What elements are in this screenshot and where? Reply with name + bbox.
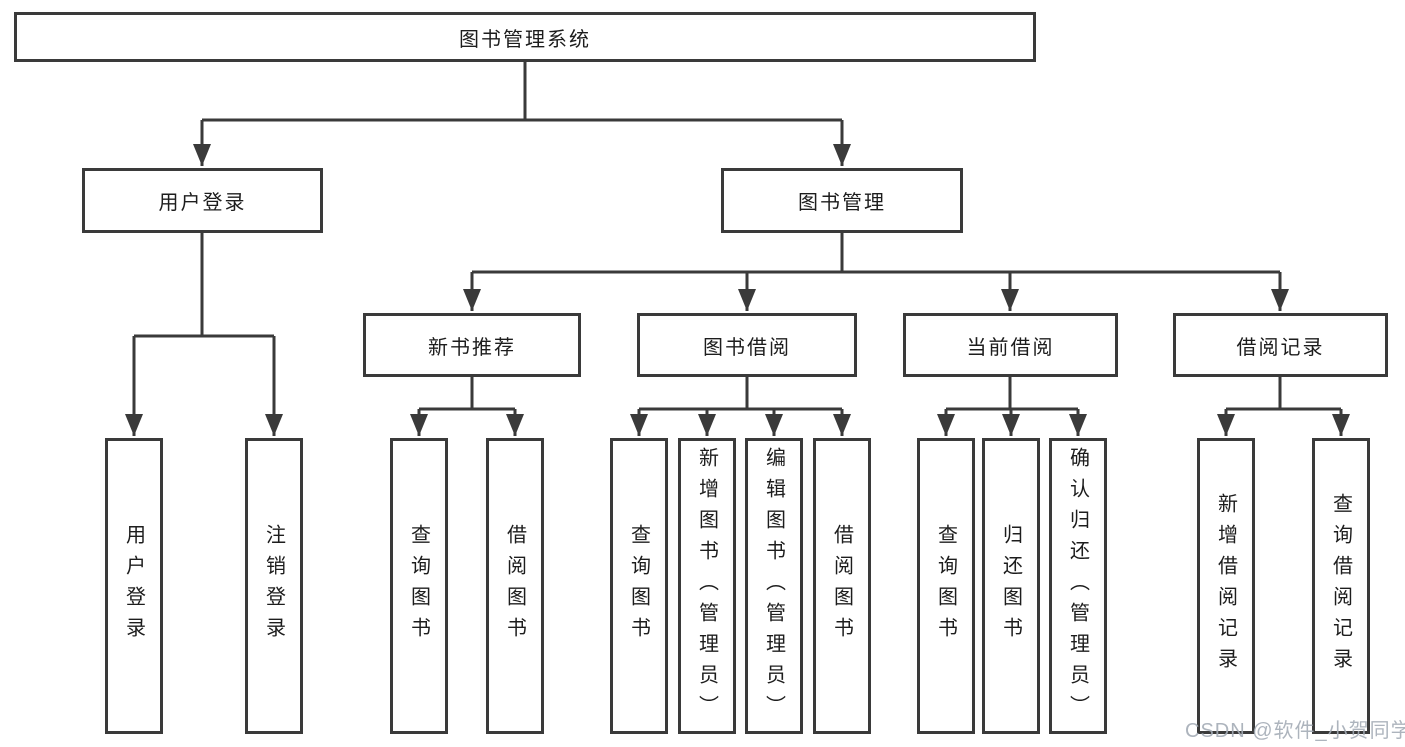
leaf-recommend-query-books-label: 查询图书 [407,524,430,648]
node-book-management-label: 图书管理 [798,192,886,214]
leaf-query-borrow-record-label: 查询借阅记录 [1329,493,1352,679]
leaf-recommend-borrow-books-label: 借阅图书 [503,524,526,648]
leaf-current-query-books-label: 查询图书 [934,524,957,648]
node-current-borrow: 当前借阅 [903,313,1118,377]
leaf-confirm-return-admin: 确认归还（管理员） [1049,438,1107,734]
leaf-logout: 注销登录 [245,438,303,734]
leaf-current-query-books: 查询图书 [917,438,975,734]
node-borrow-records-label: 借阅记录 [1236,336,1325,359]
node-current-borrow-label: 当前借阅 [966,336,1055,359]
leaf-add-borrow-record: 新增借阅记录 [1197,438,1255,734]
leaf-user-login-label: 用户登录 [122,524,145,648]
node-new-book-recommend-label: 新书推荐 [428,336,516,359]
watermark: CSDN @软件_小贺同学 [1185,720,1405,742]
leaf-edit-books-admin: 编辑图书（管理员） [745,438,803,734]
node-user-login: 用户登录 [82,168,323,233]
leaf-return-books: 归还图书 [982,438,1040,734]
node-book-borrow-label: 图书借阅 [703,336,791,359]
leaf-add-borrow-record-label: 新增借阅记录 [1214,493,1237,679]
leaf-recommend-borrow-books: 借阅图书 [486,438,544,734]
leaf-edit-books-admin-label: 编辑图书（管理员） [762,446,785,726]
node-new-book-recommend: 新书推荐 [363,313,581,377]
node-book-management: 图书管理 [721,168,963,233]
leaf-return-books-label: 归还图书 [999,524,1022,648]
node-book-borrow: 图书借阅 [637,313,857,377]
leaf-borrow-query-books: 查询图书 [610,438,668,734]
leaf-borrow-query-books-label: 查询图书 [627,524,650,648]
node-root: 图书管理系统 [14,12,1036,62]
leaf-add-books-admin-label: 新增图书（管理员） [695,446,718,726]
node-user-login-label: 用户登录 [158,192,247,214]
leaf-borrow-books: 借阅图书 [813,438,871,734]
node-borrow-records: 借阅记录 [1173,313,1388,377]
leaf-logout-label: 注销登录 [262,524,285,648]
leaf-add-books-admin: 新增图书（管理员） [678,438,736,734]
leaf-confirm-return-admin-label: 确认归还（管理员） [1066,446,1089,726]
leaf-recommend-query-books: 查询图书 [390,438,448,734]
leaf-borrow-books-label: 借阅图书 [830,524,853,648]
leaf-user-login: 用户登录 [105,438,163,734]
leaf-query-borrow-record: 查询借阅记录 [1312,438,1370,734]
node-root-label: 图书管理系统 [459,28,591,51]
